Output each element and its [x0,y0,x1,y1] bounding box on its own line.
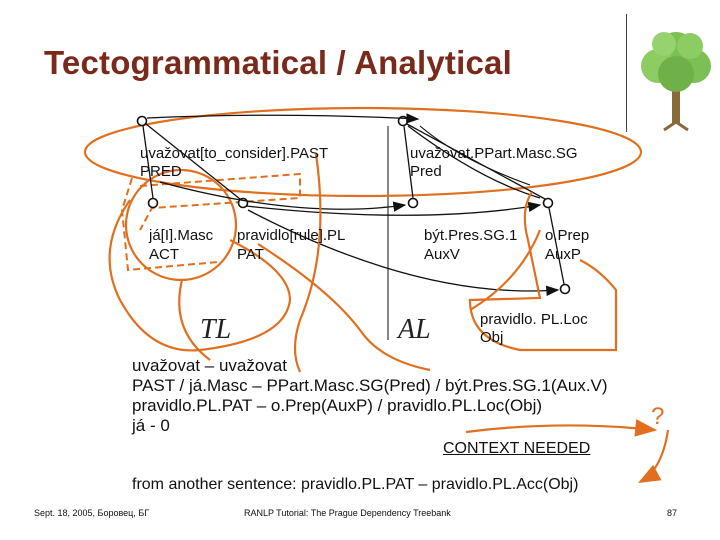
al-auxp-label-1: o.Prep [545,227,589,244]
tree-logo-icon [641,32,711,132]
tl-pat-label-2: PAT [237,246,264,263]
tl-act-label-1: já[I].Masc [148,227,214,244]
mapping-line-2: PAST / já.Masc – PPart.Masc.SG(Pred) / b… [132,376,608,395]
tl-root-node [136,115,148,127]
slide-title: Tectogrammatical / Analytical [44,44,512,81]
al-auxv-node [407,197,419,209]
al-auxp-label-2: AuxP [545,246,581,263]
tl-act-label-2: ACT [149,246,179,263]
al-obj-label-2: Obj [480,329,503,346]
tl-label: TL [200,314,231,345]
footer-date: Sept. 18, 2005, Боровец, БГ [34,508,150,518]
tl-root-label-1: uvažovat[to_consider].PAST [140,145,328,162]
al-auxp-node [542,197,554,209]
al-root-label-1: uvažovat.PPart.Masc.SG [410,145,578,162]
tl-act-node [147,197,159,209]
al-obj-node [559,283,571,295]
al-auxv-label-2: AuxV [424,246,460,263]
al-root-label-2: Pred [410,163,442,180]
mapping-line-1: uvažovat – uvažovat [132,356,287,375]
dashed-connector [139,172,301,231]
al-obj-label-1: pravidlo. PL.Loc [480,311,588,328]
al-auxv-label-1: být.Pres.SG.1 [424,227,517,244]
question-mark: ? [651,403,665,430]
tl-pat-label-1: pravidlo[rule].PL [237,227,345,244]
title-divider [626,14,627,132]
dashed-box-left [120,177,219,272]
mapping-line-4: já - 0 [132,416,170,435]
root-ellipse [83,106,643,198]
al-label: AL [396,314,431,345]
from-another-sentence: from another sentence: pravidlo.PL.PAT –… [132,476,579,493]
footer-page-number: 87 [667,508,678,518]
context-needed-label: CONTEXT NEEDED [443,440,591,457]
mapping-line-3: pravidlo.PL.PAT – o.Prep(AuxP) / pravidl… [132,396,543,415]
tl-root-label-2: PRED [140,163,182,180]
footer-title: RANLP Tutorial: The Prague Dependency Tr… [244,508,451,518]
